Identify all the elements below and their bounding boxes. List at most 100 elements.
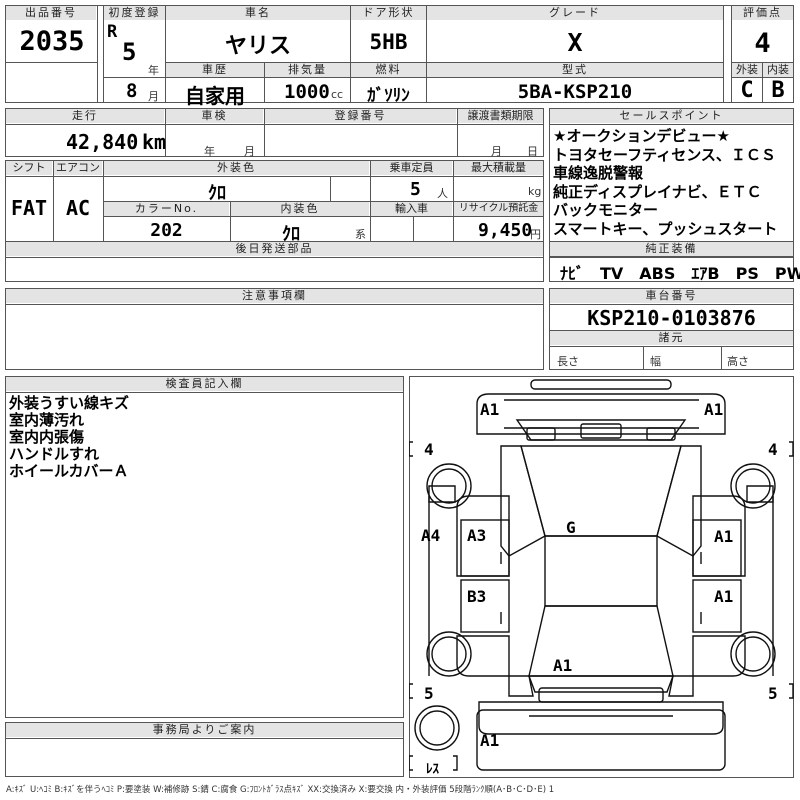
mark-front-door-right: A1 (714, 527, 734, 546)
header-office: 事務局よりご案内 (6, 723, 403, 737)
header-exterior: 外装 (732, 63, 762, 77)
header-dimensions: 諸元 (550, 331, 793, 345)
exterior-color: ｸﾛ (208, 183, 226, 204)
spare-tire-shape (414, 705, 460, 751)
mark-tire-rl: 5 (424, 684, 434, 703)
reg-month: 8 (126, 80, 138, 102)
header-aircon: エアコン (54, 161, 102, 175)
tire-rl-shape (426, 631, 472, 677)
header-notes: 注意事項欄 (6, 289, 543, 303)
model-code: 5BA-KSP210 (517, 81, 633, 103)
sales-point-list: ★オークションデビュー★ トヨタセーフティセンス、ＩＣＳ 車線逸脱警報 純正ディ… (553, 127, 793, 238)
chassis-number: KSP210-0103876 (587, 306, 756, 330)
legend-text: A:ｷｽﾞ U:ﾍｺﾐ B:ｷｽﾞを伴うﾍｺﾐ P:要塗装 W:補修跡 S:錆 … (6, 785, 555, 795)
header-grade: グレード (427, 6, 723, 20)
header-recycle: リサイクル預託金 (454, 202, 543, 216)
header-interior: 内装 (763, 63, 793, 77)
door-type: 5HB (369, 30, 408, 54)
mark-spare: ﾚｽ (426, 762, 439, 777)
header-max-load: 最大積載量 (454, 161, 543, 175)
mark-rear-door-left: B3 (467, 587, 487, 606)
sales-point-item: 純正ディスプレイナビ、ＥＴＣ (553, 182, 762, 201)
inspector-notes-list: 外装うすい線キズ 室内薄汚れ 室内内張傷 ハンドルすれ ホイールカバーＡ (9, 395, 129, 480)
interior-color-unit: 系 (355, 228, 366, 241)
header-reg-no: 登録番号 (265, 109, 456, 123)
notes-block (5, 288, 544, 370)
sales-point-item: スマートキー、プッシュスタート (553, 219, 778, 238)
genuine-equip-block (549, 241, 794, 282)
sales-point-item: トヨタセーフティセンス、ＩＣＳ (553, 145, 776, 164)
header-inspection: 車検 (166, 109, 263, 123)
inspector-note: 外装うすい線キズ (9, 394, 130, 412)
mileage-block (5, 108, 544, 157)
transfer-day-unit: 日 (527, 145, 538, 158)
fuel: ｶﾞｿﾘﾝ (367, 86, 410, 106)
mileage-value: 42,840 (66, 130, 139, 154)
car-name: ヤリス (224, 34, 291, 59)
rear-glass-shape (528, 605, 674, 677)
reg-year: 5 (122, 38, 137, 66)
inspector-note: 室内薄汚れ (9, 411, 85, 429)
mark-tire-fl: 4 (424, 440, 434, 459)
header-fuel: 燃料 (351, 63, 426, 77)
header-history: 車歴 (166, 63, 264, 77)
header-ext-color: 外装色 (104, 161, 369, 175)
interior-color: ｸﾛ (282, 224, 300, 245)
genuine-equipment: ﾅﾋﾞ TV ABS ｴｱB PS PW (560, 264, 800, 283)
header-chassis-no: 車台番号 (550, 289, 793, 303)
mark-left-fender: A4 (421, 526, 441, 545)
recycle-fee: 9,450 (478, 220, 533, 241)
header-capacity: 乗車定員 (371, 161, 452, 175)
mark-windshield: G (566, 518, 576, 537)
front-bumper-shape (476, 393, 726, 435)
inspection-month-unit: 月 (244, 145, 255, 158)
mark-front-left: A1 (480, 400, 500, 419)
mark-front-door-left: A3 (467, 526, 487, 545)
header-genuine-equip: 純正装備 (550, 242, 793, 256)
displacement: 1000 (284, 81, 330, 103)
header-color-no: カラーNo. (104, 202, 229, 216)
dim-width-label: 幅 (650, 355, 661, 368)
car-diagram-frame (409, 376, 794, 778)
header-score: 評価点 (732, 6, 793, 20)
rear-bumper-shape (478, 701, 724, 735)
inspector-note: 室内内張傷 (9, 428, 85, 446)
mark-rear-door-right: A1 (714, 587, 734, 606)
header-model: 型式 (427, 63, 723, 77)
capacity-value: 5 (410, 179, 421, 200)
office-block (5, 722, 404, 777)
mark-roof-rear: A1 (553, 656, 573, 675)
header-import: 輸入車 (371, 202, 452, 216)
sales-point-block (549, 108, 794, 257)
header-mileage: 走行 (6, 109, 164, 123)
header-lot-no: 出品番号 (6, 6, 96, 20)
sales-point-item: ★オークションデビュー★ (553, 127, 730, 145)
front-grille-shape (530, 379, 672, 390)
reg-year-unit: 年 (148, 64, 159, 77)
header-displacement: 排気量 (265, 63, 350, 77)
mark-front-right: A1 (704, 400, 724, 419)
later-parts-block (5, 241, 544, 282)
mark-tire-fr: 4 (768, 440, 778, 459)
header-car-name: 車名 (166, 6, 350, 20)
grade: X (567, 28, 583, 57)
header-later-parts: 後日発送部品 (6, 242, 543, 256)
dim-height-label: 高さ (727, 355, 749, 368)
windshield-shape (520, 445, 682, 537)
mark-tire-rr: 5 (768, 684, 778, 703)
header-shift: シフト (6, 161, 52, 175)
inspector-block (5, 376, 404, 718)
displacement-unit: cc (331, 88, 344, 101)
sales-point-item: 車線逸脱警報 (553, 164, 644, 182)
inspector-note: ホイールカバーＡ (9, 462, 129, 480)
color-number: 202 (150, 220, 183, 241)
dim-length-label: 長さ (557, 355, 579, 368)
hood-shape (515, 419, 687, 441)
mark-rear-bumper: A1 (480, 731, 500, 750)
top-block (5, 5, 794, 103)
score: 4 (754, 28, 771, 59)
tire-rr-shape (730, 631, 776, 677)
inspection-year-unit: 年 (204, 145, 215, 158)
tire-fl-shape (426, 463, 472, 509)
max-load-unit: kg (528, 185, 542, 198)
